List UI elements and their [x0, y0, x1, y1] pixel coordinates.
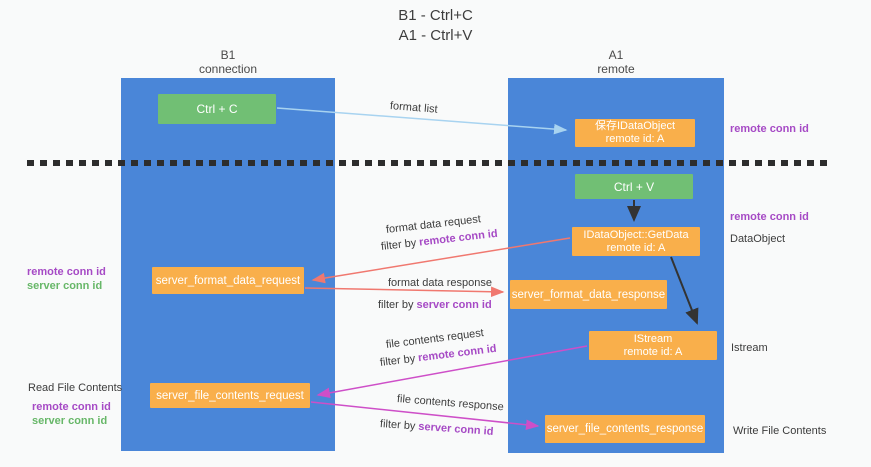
filter-by-text: filter by [379, 418, 416, 433]
istream-line1: IStream [633, 332, 673, 345]
getdata-line1: IDataObject::GetData [583, 228, 689, 241]
remote-conn-id-top-note: remote conn id [730, 123, 809, 135]
server-file-contents-request-label: server_file_contents_request [156, 389, 304, 402]
lifeline-b1-subtitle: connection [198, 62, 258, 76]
server-file-contents-request-box: server_file_contents_request [150, 383, 310, 408]
title-line-1: B1 - Ctrl+C [398, 7, 473, 24]
filter-key-remote-conn-id: remote conn id [417, 342, 498, 365]
diagram-title: B1 - Ctrl+C A1 - Ctrl+V [0, 6, 871, 46]
bottom-left-conn-notes: remote conn id server conn id [32, 400, 111, 428]
mid-left-remote-conn-id: remote conn id [27, 266, 106, 278]
ctrl-c-box: Ctrl + C [158, 94, 276, 124]
server-file-contents-response-box: server_file_contents_response [545, 415, 705, 443]
filter-by-text: filter by [380, 237, 417, 253]
save-idataobject-line1: 保存IDataObject [594, 120, 676, 132]
save-idataobject-box: 保存IDataObject remote id: A [575, 119, 695, 147]
format-data-response-label: format data response [388, 277, 492, 289]
getdata-line2: remote id: A [606, 241, 666, 254]
ctrl-c-label: Ctrl + C [196, 102, 238, 116]
server-file-contents-response-label: server_file_contents_response [546, 423, 704, 435]
bottom-left-server-conn-id: server conn id [32, 415, 108, 427]
title-line-2: A1 - Ctrl+V [398, 27, 473, 44]
idataobject-getdata-box: IDataObject::GetData remote id: A [572, 227, 700, 256]
save-idataobject-line2: remote id: A [605, 133, 665, 145]
file-contents-response-label: file contents response [396, 393, 505, 414]
phase-separator-dashed-line [27, 160, 830, 166]
bottom-left-remote-conn-id: remote conn id [32, 401, 111, 413]
mid-left-conn-notes: remote conn id server conn id [27, 265, 106, 293]
server-format-data-request-box: server_format_data_request [152, 267, 304, 294]
lifeline-a1-subtitle: remote [597, 62, 635, 76]
ctrl-v-label: Ctrl + V [613, 179, 655, 194]
filter-by-text: filter by [379, 352, 416, 369]
server-format-data-response-label: server_format_data_response [511, 288, 666, 301]
format-list-label: format list [389, 100, 439, 116]
istream-line2: remote id: A [623, 345, 683, 358]
filter-key-server-conn-id: server conn id [416, 299, 492, 311]
lifeline-a1-title: A1 [608, 48, 624, 62]
mid-left-server-conn-id: server conn id [27, 280, 103, 292]
lifeline-header-b1: B1 connection [120, 48, 336, 76]
lifeline-header-a1: A1 remote [508, 48, 724, 76]
server-format-data-response-box: server_format_data_response [510, 280, 667, 309]
filter-by-text: filter by [378, 299, 414, 311]
write-file-contents-note: Write File Contents [733, 425, 827, 437]
remote-conn-id-mid-note: remote conn id [730, 211, 809, 223]
filter-key-server-conn-id: server conn id [417, 420, 494, 438]
istream-box: IStream remote id: A [589, 331, 717, 360]
ctrl-v-box: Ctrl + V [575, 174, 693, 199]
istream-note: Istream [731, 342, 768, 354]
read-file-contents-note: Read File Contents [28, 382, 123, 394]
lifeline-b1-title: B1 [220, 48, 236, 62]
dataobject-note: DataObject [730, 233, 786, 245]
server-format-data-request-label: server_format_data_request [155, 274, 301, 287]
